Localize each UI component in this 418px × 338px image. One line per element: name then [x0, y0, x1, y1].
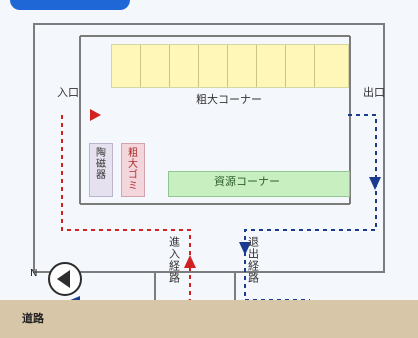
- north-arrow-icon: [57, 270, 70, 288]
- box-b-label: 粗大ゴミ: [125, 147, 137, 191]
- road-label: 道路: [22, 312, 44, 325]
- inbound-arrow-right: [90, 109, 101, 121]
- outer-boundary: [33, 23, 385, 273]
- parking-slot: [170, 45, 199, 87]
- parking-slot: [141, 45, 170, 87]
- parking-slot: [112, 45, 141, 87]
- outbound-arrow-down-2: [239, 242, 251, 255]
- header-badge: [10, 0, 130, 10]
- parking-slot: [199, 45, 228, 87]
- box-a: [89, 143, 113, 197]
- box-b: [121, 143, 145, 197]
- outbound-arrow-down: [369, 177, 381, 190]
- entrance-label: 入口: [57, 86, 79, 99]
- inbound-route-label: 進入経路: [167, 236, 181, 284]
- parking-slot: [315, 45, 348, 87]
- parking-slot: [286, 45, 315, 87]
- road-strip: [0, 300, 418, 338]
- parking-slot: [257, 45, 286, 87]
- north-label: N: [30, 268, 38, 279]
- north-compass: [48, 262, 82, 296]
- green-corner-bar: [168, 171, 350, 197]
- yellow-parking-area: [111, 44, 349, 88]
- inbound-arrow-up: [184, 255, 196, 268]
- outbound-route-label: 退出経路: [246, 236, 260, 284]
- top-corner-label: 粗大コーナー: [196, 93, 262, 106]
- exit-label: 出口: [363, 86, 385, 99]
- box-a-label: 陶磁器: [93, 147, 105, 180]
- green-corner-label: 資源コーナー: [214, 175, 280, 188]
- parking-slot: [228, 45, 257, 87]
